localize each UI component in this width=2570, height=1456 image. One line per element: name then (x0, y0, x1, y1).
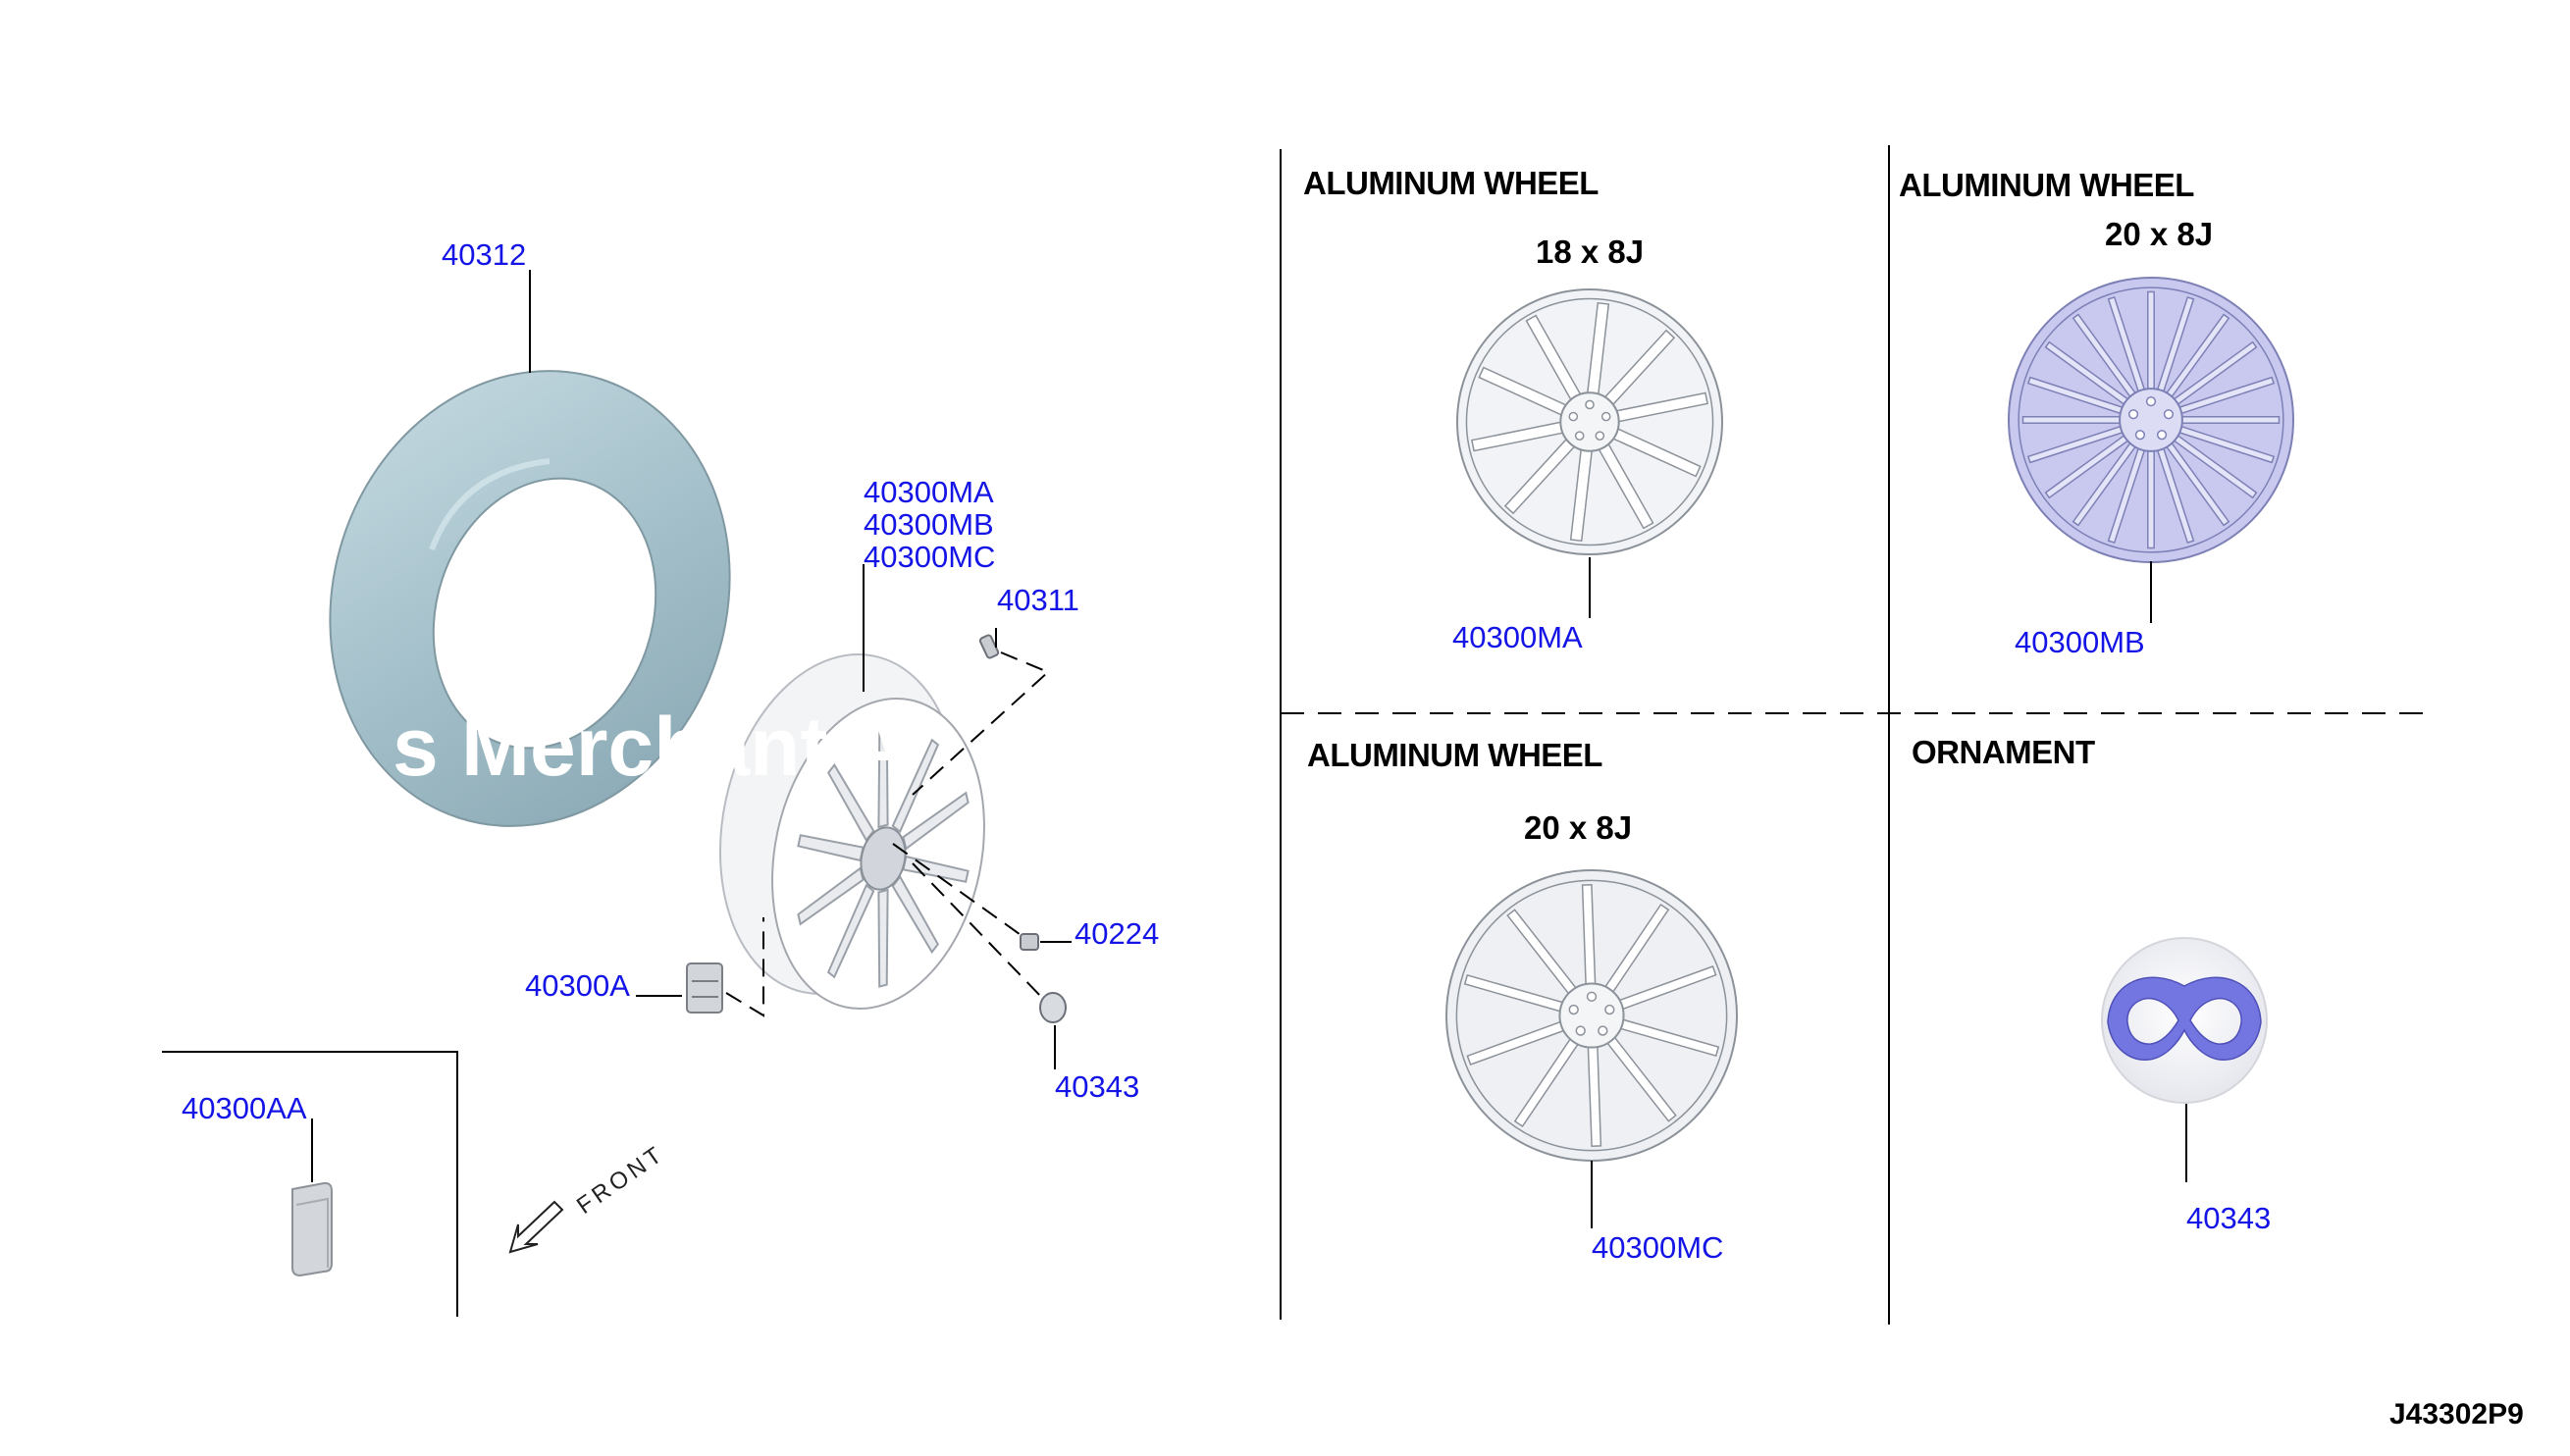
panel-mc-part[interactable]: 40300MC (1592, 1230, 1723, 1265)
ornament-emblem[interactable] (2101, 937, 2268, 1104)
front-label: FRONT (572, 1140, 670, 1220)
valve[interactable] (978, 634, 1000, 659)
valve-callout[interactable]: 40311 (997, 583, 1079, 617)
inset-border (162, 1051, 458, 1317)
wheel-mb-drawing[interactable] (2008, 277, 2294, 563)
wheel-ma-drawing[interactable] (1456, 288, 1723, 555)
panel-mc-size: 20 x 8J (1524, 809, 1632, 846)
tire[interactable] (272, 319, 788, 879)
ornament-small-callout[interactable]: 40343 (1055, 1069, 1139, 1104)
ornament-dash (912, 862, 1046, 1002)
infiniti-logo-icon (2107, 976, 2262, 1061)
diagram-id: J43302P9 (2389, 1398, 2524, 1430)
panel-mb-size: 20 x 8J (2105, 216, 2213, 252)
front-arrow-icon (508, 1200, 564, 1254)
valve-dash (912, 651, 1050, 796)
panel-mb-heading: ALUMINUM WHEEL (1899, 167, 2194, 203)
panel-ma-size: 18 x 8J (1536, 234, 1644, 270)
panel-ma-heading: ALUMINUM WHEEL (1303, 165, 1599, 201)
balance-weight[interactable] (686, 962, 723, 1014)
panel-ornament-heading: ORNAMENT (1912, 734, 2095, 770)
panel-mb-part[interactable]: 40300MB (2015, 625, 2145, 659)
nut[interactable] (1020, 933, 1039, 951)
assembly-wheel[interactable] (690, 632, 1012, 1028)
wheel-mc-callout[interactable]: 40300MC (864, 540, 995, 574)
balance-weight-dash (725, 917, 764, 1017)
weight-inset-part[interactable] (291, 1181, 333, 1277)
panel-ma-part[interactable]: 40300MA (1452, 620, 1583, 654)
wheel-mb-callout[interactable]: 40300MB (864, 507, 994, 542)
ornament-small[interactable] (1039, 992, 1067, 1023)
watermark: s Merchant A (393, 701, 907, 793)
balance-weight-callout[interactable]: 40300A (525, 968, 630, 1003)
nut-dash (892, 843, 1031, 943)
nut-callout[interactable]: 40224 (1075, 916, 1159, 951)
panel-ornament-part[interactable]: 40343 (2186, 1201, 2271, 1235)
wheel-ma-callout[interactable]: 40300MA (864, 475, 994, 509)
weight-inset-callout[interactable]: 40300AA (182, 1091, 307, 1125)
tire-callout[interactable]: 40312 (442, 237, 526, 272)
wheel-mc-drawing[interactable] (1445, 869, 1738, 1162)
panel-mc-heading: ALUMINUM WHEEL (1307, 737, 1602, 773)
